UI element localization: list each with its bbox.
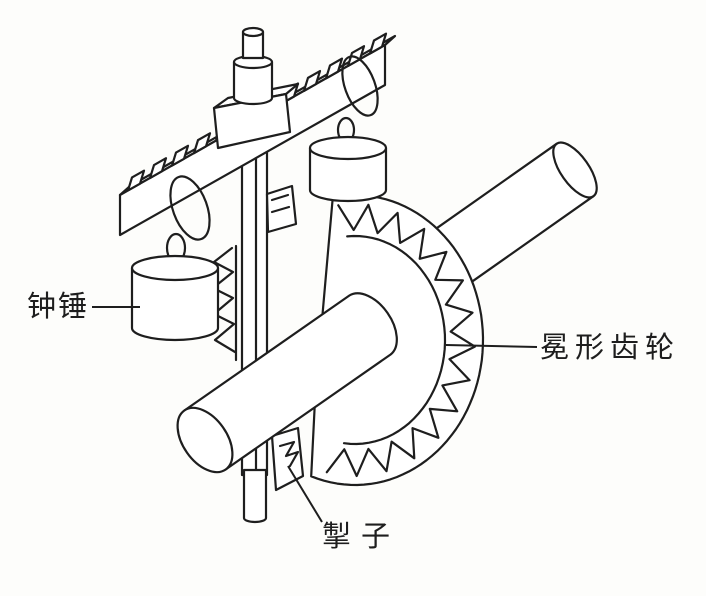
foliot-tooth — [368, 32, 388, 55]
pallet-label: 掣子 — [322, 519, 401, 553]
crown-gear-label: 冕形齿轮 — [540, 330, 681, 364]
crown-gear-leader-line — [445, 344, 538, 348]
upper-pallet — [265, 184, 298, 234]
lower-pallet — [270, 426, 305, 492]
foliot-tooth — [324, 57, 344, 80]
crown-gear-left-teeth — [211, 244, 238, 362]
foliot-tooth — [170, 144, 190, 167]
foliot-tooth — [192, 132, 212, 155]
foreground-cylinder — [176, 292, 398, 474]
verge-bottom — [242, 468, 268, 524]
foliot-tooth — [126, 169, 146, 192]
foliot-tooth — [148, 157, 168, 180]
foliot-tooth — [302, 69, 322, 92]
left-weight — [130, 175, 220, 342]
pallet-leader-line — [287, 465, 323, 523]
verge-top — [232, 26, 274, 106]
right-weight — [308, 55, 388, 203]
weight-label: 钟锤 — [27, 289, 90, 323]
right-ring — [341, 55, 379, 117]
left-ring — [169, 175, 211, 241]
crown-gear-inner-rim — [342, 234, 447, 446]
